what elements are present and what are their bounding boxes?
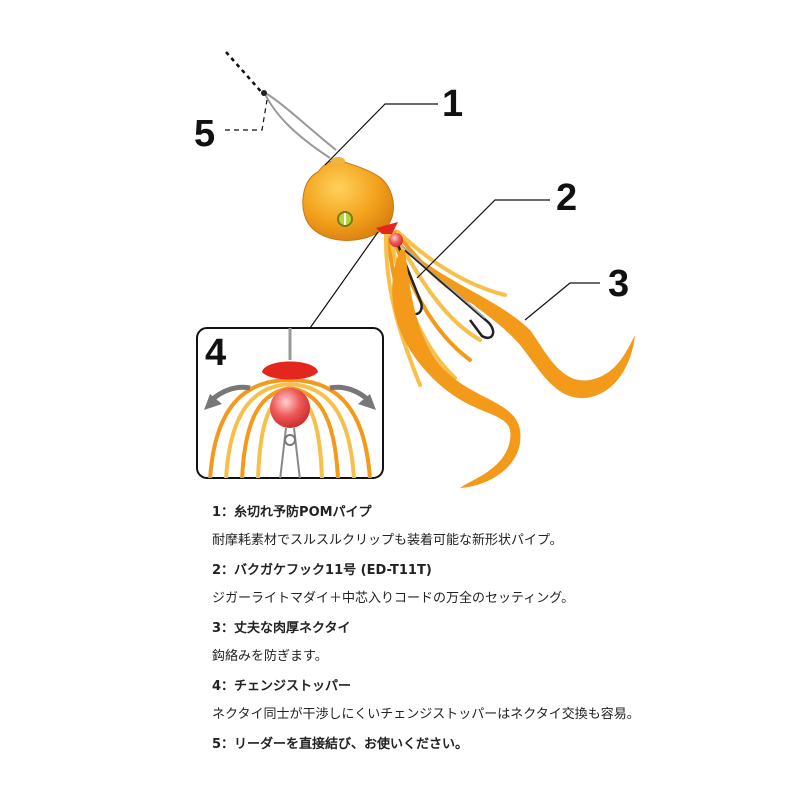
arrow-left-icon (204, 384, 251, 410)
necktie-ribbons (392, 248, 635, 488)
note-title-2: 2：バクガケフック11号 (ED-T11T) (212, 563, 432, 578)
note-title-1: 1：糸切れ予防POMパイプ (212, 505, 372, 520)
callout-3: 3 (608, 263, 629, 305)
lure-head (302, 157, 394, 241)
callout-4: 4 (205, 332, 226, 374)
callout-lines (225, 99, 600, 329)
feature-notes: 1：糸切れ予防POMパイプ 耐摩耗素材でスルスルクリップも装着可能な新形状パイプ… (212, 498, 772, 760)
note-title-5: 5：リーダーを直接結び、お使いください。 (212, 737, 469, 752)
stopper (376, 222, 398, 234)
note-title-4: 4：チェンジストッパー (212, 679, 352, 694)
note-desc-2: ジガーライトマダイ＋中芯入りコードの万全のセッティング。 (212, 591, 575, 606)
note-desc-3: 鈎絡みを防ぎます。 (212, 649, 328, 664)
callout-5: 5 (194, 113, 215, 155)
note-title-3: 3：丈夫な肉厚ネクタイ (212, 621, 351, 636)
note-desc-1: 耐摩耗素材でスルスルクリップも装着可能な新形状パイプ。 (212, 533, 563, 548)
callout-2: 2 (556, 177, 577, 219)
note-desc-4: ネクタイ同士が干渉しにくいチェンジストッパーはネクタイ交換も容易。 (212, 707, 640, 722)
tairaba-diagram: 1 2 3 5 (194, 51, 635, 488)
leader-line (225, 51, 265, 96)
knot (261, 90, 267, 96)
arrow-right-icon (329, 384, 376, 410)
inset-detail: 4 (196, 327, 384, 479)
callout-1: 1 (442, 83, 463, 125)
loop-cord (263, 91, 337, 159)
bead (389, 233, 403, 247)
